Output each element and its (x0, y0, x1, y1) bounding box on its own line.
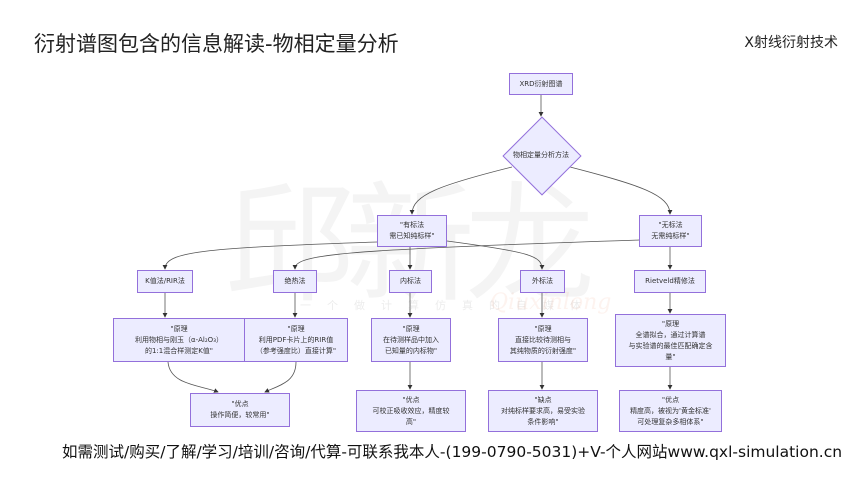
node-internal-advantage: "优点 可校正吸收效应，精度较 高" (356, 390, 466, 432)
node-adiabatic-method: 绝热法 (273, 270, 317, 293)
edge-without-adiabatic (292, 239, 640, 270)
edge-with-k (162, 241, 378, 270)
edge-decision-with (409, 166, 513, 215)
edge-k-advantage (167, 361, 219, 393)
contact-footer: 如需测试/购买/了解/学习/培训/咨询/代算-可联系我本人-(199-0790-… (62, 443, 843, 461)
node-k-value-principle: "原理 利用物相与刚玉（α-Al₂O₃） 的1:1混合样测定K值" (113, 318, 245, 362)
node-adiabatic-principle: "原理 利用PDF卡片上的RIR值 （参考强度比）直接计算" (244, 318, 348, 362)
decision-label: 物相定量分析方法 (513, 151, 569, 159)
node-shared-advantage: "优点 操作简便，较常用" (190, 393, 290, 427)
page-title: 衍射谱图包含的信息解读-物相定量分析 (34, 32, 399, 56)
node-rietveld-method: Rietveld精修法 (634, 270, 706, 293)
watermark-text: 一个做计算仿真的自媒体 (300, 299, 597, 312)
edge-with-external (446, 240, 545, 270)
node-k-value-method: K值法/RIR法 (137, 270, 193, 293)
node-rietveld-principle: "原理 全谱拟合，通过计算谱 与实验谱的最佳匹配确定含 量" (615, 314, 726, 367)
node-with-standard: "有标法 需已知纯标样" (377, 215, 447, 247)
topic-label: X射线衍射技术 (744, 35, 838, 51)
edge-adiabatic-advantage (264, 361, 297, 393)
node-external-disadvantage: "缺点 对纯标样要求高，易受实验 条件影响" (488, 390, 598, 432)
node-xrd-pattern: XRD衍射图谱 (509, 73, 573, 95)
edge-decision-without (569, 166, 673, 215)
node-internal-principle: "原理 在待测样品中加入 已知量的内标物" (371, 318, 451, 362)
node-internal-standard-method: 内标法 (389, 270, 432, 293)
watermark-signature: Qiuxinlong (490, 290, 612, 315)
node-rietveld-advantage: "优点 精度高，被视为'黄金标准' 可处理复杂多相体系" (619, 390, 722, 432)
node-external-principle: "原理 直接比较待测相与 其纯物质的衍射强度" (498, 318, 588, 362)
node-without-standard: "无标法 无需纯标样" (639, 215, 702, 247)
node-external-standard-method: 外标法 (520, 270, 565, 293)
node-decision: 物相定量分析方法 (502, 116, 582, 196)
